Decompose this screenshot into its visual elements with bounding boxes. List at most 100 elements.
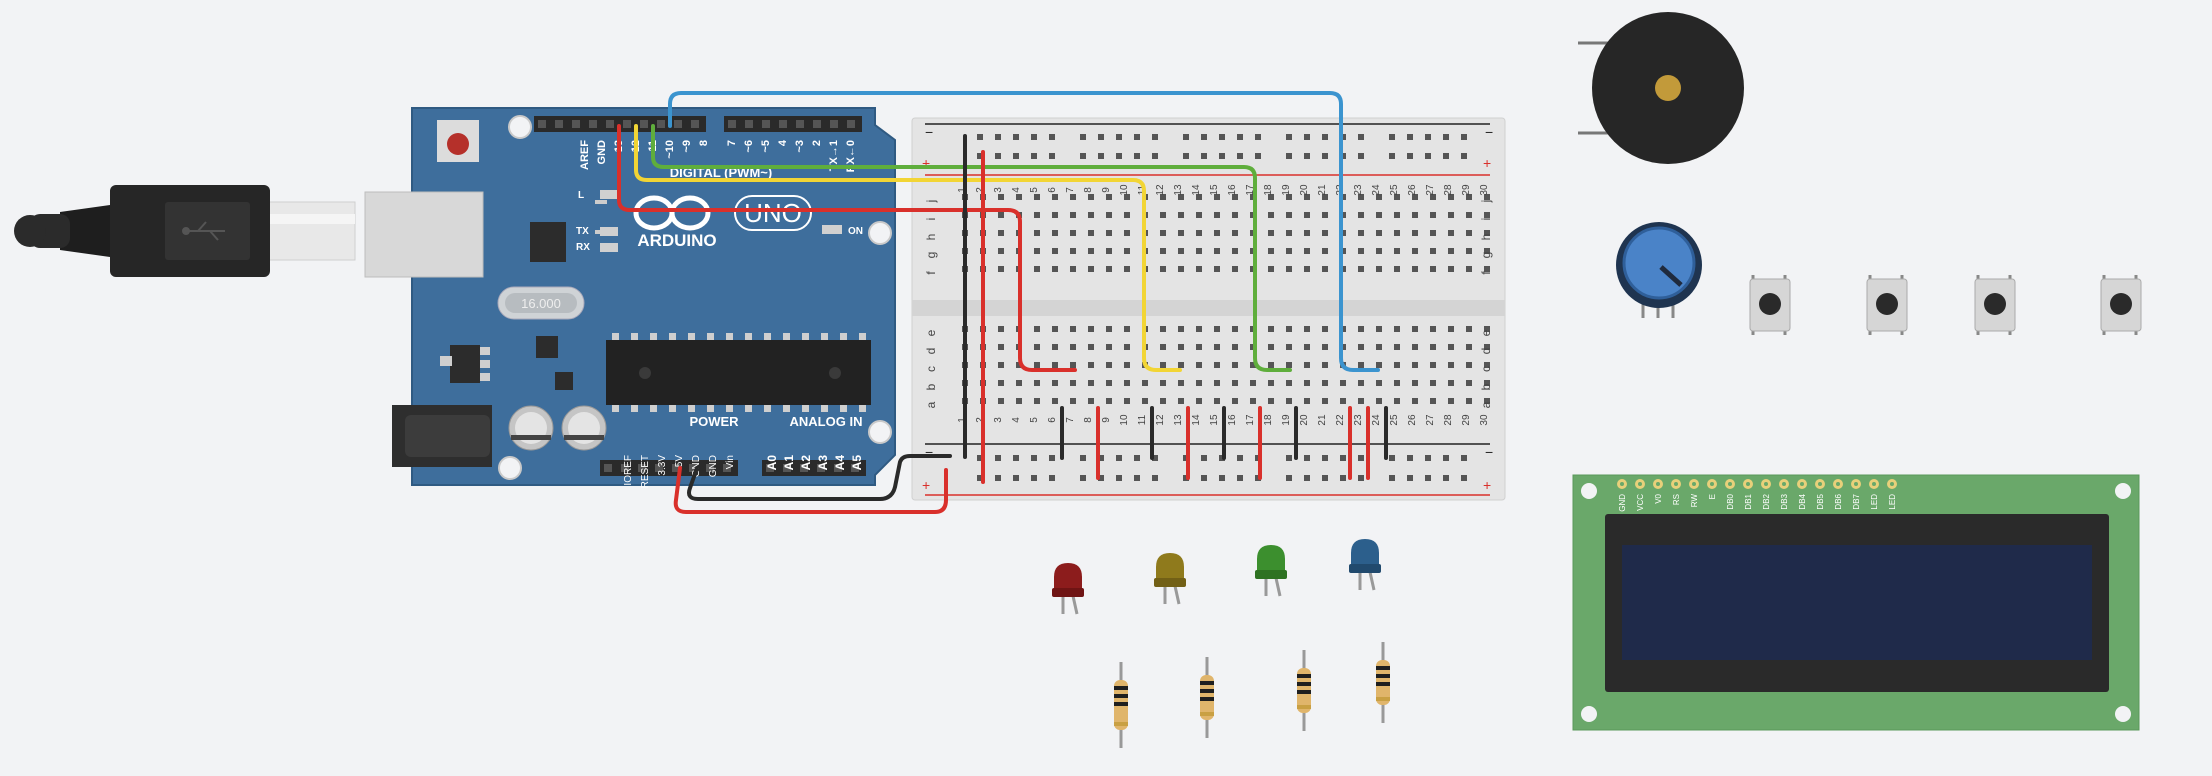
label: A4 [833,455,847,471]
digital-header-right[interactable] [724,116,862,132]
resistor[interactable] [1114,662,1128,748]
wire-black-gnd[interactable] [687,454,952,501]
header-pin[interactable] [745,120,753,128]
label: 19 [1281,184,1292,196]
wires[interactable] [617,91,1380,514]
label: GND [596,140,608,165]
header-pin[interactable] [689,464,697,472]
header-pin[interactable] [762,120,770,128]
label: DB4 [1798,493,1807,509]
potentiometer[interactable] [1616,222,1702,318]
pushbutton[interactable] [1974,275,2016,335]
svg-text:L: L [578,190,584,201]
wire-blue[interactable] [668,91,1380,372]
wire-red-5v[interactable] [673,466,948,514]
label: b [1479,383,1493,390]
label: TX→1 [828,140,840,171]
label: g [1479,252,1493,259]
label: 2 [975,187,986,193]
header-pin[interactable] [830,120,838,128]
header-pin[interactable] [623,120,631,128]
header-pin[interactable] [672,464,680,472]
analog-header[interactable] [762,460,866,476]
header-pin[interactable] [834,464,842,472]
label: ~9 [681,140,693,153]
header-pin[interactable] [728,120,736,128]
pushbutton[interactable] [1866,275,1908,335]
resistor[interactable] [1297,650,1311,731]
header-pin[interactable] [604,464,612,472]
header-pin[interactable] [817,464,825,472]
label: ~10 [664,140,676,159]
header-pin[interactable] [640,120,648,128]
arduino-uno[interactable]: 16.000 L TX RX ON ARDUINO UNO DIGITAL [364,107,896,488]
header-pin[interactable] [621,464,629,472]
label: 26 [1407,414,1418,426]
mount-hole [2115,706,2131,722]
svg-text:−: − [925,124,933,140]
label: c [1479,366,1493,372]
label: 4 [1011,417,1022,423]
mount-hole [1581,706,1597,722]
led-yellow[interactable] [1154,553,1186,605]
header-pin[interactable] [779,120,787,128]
resistor[interactable] [1200,657,1214,738]
label: ~6 [743,140,755,153]
label: A1 [782,455,796,471]
header-pin[interactable] [813,120,821,128]
label: 27 [1425,414,1436,426]
header-pin[interactable] [606,120,614,128]
header-pin[interactable] [589,120,597,128]
header-pin[interactable] [691,120,699,128]
jumper-wires[interactable] [1060,406,1388,480]
label: 20 [1299,184,1310,196]
label: 16 [1227,414,1238,426]
wire-yellow[interactable] [634,124,1182,372]
label: 29 [1461,414,1472,426]
led-green[interactable] [1255,545,1287,597]
led-red[interactable] [1052,563,1084,615]
label: h [1479,234,1493,241]
header-pin[interactable] [538,120,546,128]
header-pin[interactable] [572,120,580,128]
digital-header-left[interactable] [534,116,706,132]
pushbutton[interactable] [1749,275,1791,335]
atmega-chip [606,340,871,405]
piezo-buzzer[interactable] [1578,12,1744,164]
header-pin[interactable] [766,464,774,472]
header-pin[interactable] [655,464,663,472]
reset-button[interactable] [437,120,479,162]
label: 25 [1389,414,1400,426]
usb-icon [182,221,225,241]
svg-text:ON: ON [848,226,863,237]
label: 12 [1155,414,1166,426]
header-pin[interactable] [555,120,563,128]
svg-text:−: − [1485,124,1493,140]
resistor[interactable] [1376,642,1390,723]
wire-green[interactable] [651,124,1292,372]
label: A3 [816,455,830,471]
label: 16 [1227,184,1238,196]
pushbutton[interactable] [2100,275,2142,335]
header-pin[interactable] [674,120,682,128]
header-pin[interactable] [723,464,731,472]
header-pin[interactable] [847,120,855,128]
breadboard[interactable]: 1122334455667788991010111112121313141415… [911,117,1506,501]
header-pin[interactable] [800,464,808,472]
header-pin[interactable] [796,120,804,128]
label: 7 [1065,187,1076,193]
header-pin[interactable] [851,464,859,472]
header-pin[interactable] [783,464,791,472]
power-header[interactable] [600,460,738,476]
wire-red-pin13[interactable] [617,124,1077,372]
label: e [1479,329,1493,336]
led-blue[interactable] [1349,539,1381,591]
breadboard-holes[interactable] [962,134,1490,481]
label: DB3 [1780,493,1789,509]
header-pin[interactable] [657,120,665,128]
header-pin[interactable] [706,464,714,472]
usb-cable[interactable] [14,185,356,277]
label: 2 [811,140,823,146]
header-pin[interactable] [638,464,646,472]
